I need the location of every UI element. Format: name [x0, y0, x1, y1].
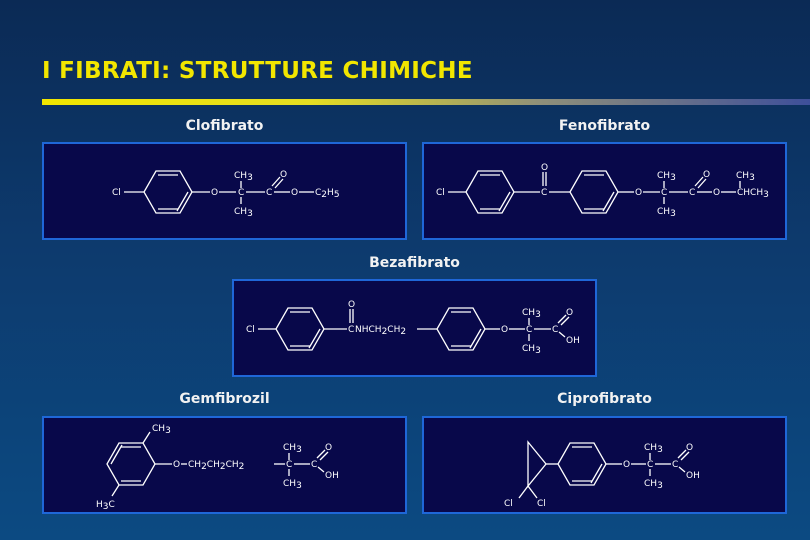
group-oh: OH [566, 336, 580, 346]
structure-panel-ciprofibrato: Cl Cl O C CH3 CH3 C O OH [422, 416, 787, 514]
atom-o: O [541, 163, 548, 173]
atom-c: C [286, 460, 292, 470]
atom-c: C [541, 188, 547, 198]
group-oh: OH [325, 471, 339, 481]
clofibrato-structure: Cl O C CH3 CH3 C O O C2H5 [112, 170, 340, 219]
structure-panel-fenofibrato: Cl C O O C CH3 CH3 C O O CH3 CHCH3 [422, 142, 787, 240]
atom-cl: Cl [436, 188, 445, 198]
atom-o: O [173, 460, 180, 470]
atom-c: C [266, 188, 272, 198]
structure-panel-gemfibrozil: CH3 H3C O CH2CH2CH2 C CH3 CH3 C O OH [42, 416, 407, 514]
atom-c: C [661, 188, 667, 198]
group-ch3-top: CH3 [234, 171, 253, 183]
atom-c: C [238, 188, 244, 198]
group-ch3-top: CH3 [657, 171, 676, 183]
benzene-ring [143, 170, 193, 214]
group-ch3-bottom: CH3 [234, 207, 253, 219]
group-chch3: CHCH3 [737, 188, 769, 200]
atom-c: C [672, 460, 678, 470]
benzene-ring [436, 307, 486, 351]
atom-cl: Cl [112, 188, 121, 198]
slide-title: I FIBRATI: STRUTTURE CHIMICHE [42, 58, 473, 84]
group-ch3-bottom: CH3 [644, 479, 663, 491]
atom-c: C [689, 188, 695, 198]
structure-panel-bezafibrato: Cl C O NHCH2CH2 O C CH3 CH3 C O OH [232, 279, 597, 377]
benzene-ring [557, 442, 607, 486]
group-ch3-top: CH3 [283, 443, 302, 455]
atom-o: O [325, 443, 332, 453]
atom-o: O [686, 443, 693, 453]
atom-cl-left: Cl [504, 499, 513, 509]
benzene-ring [275, 307, 325, 351]
atom-o: O [211, 188, 218, 198]
atom-c: C [647, 460, 653, 470]
benzene-ring [106, 442, 156, 486]
atom-o: O [280, 170, 287, 180]
group-ch3-bottom: CH3 [283, 479, 302, 491]
compound-label-gemfibrozil: Gemfibrozil [179, 391, 270, 407]
compound-label-clofibrato: Clofibrato [185, 118, 264, 134]
gemfibrozil-structure: CH3 H3C O CH2CH2CH2 C CH3 CH3 C O OH [96, 424, 339, 512]
benzene-ring [569, 170, 619, 214]
group-ch3-top: CH3 [522, 308, 541, 320]
bezafibrato-structure: Cl C O NHCH2CH2 O C CH3 CH3 C O OH [246, 300, 580, 356]
atom-o: O [703, 170, 710, 180]
group-ch3: CH3 [736, 171, 755, 183]
atom-o: O [623, 460, 630, 470]
atom-c: C [526, 325, 532, 335]
atom-c: C [311, 460, 317, 470]
atom-o: O [501, 325, 508, 335]
atom-o: O [348, 300, 355, 310]
group-propyl-chain: CH2CH2CH2 [188, 460, 244, 472]
group-ch3-bottom: CH3 [522, 344, 541, 356]
atom-o: O [713, 188, 720, 198]
cyclopropane-ring [527, 440, 547, 488]
group-ch3-ortho: CH3 [152, 424, 171, 436]
atom-o: O [566, 308, 573, 318]
group-ch3-top: CH3 [644, 443, 663, 455]
atom-cl: Cl [246, 325, 255, 335]
atom-o: O [635, 188, 642, 198]
benzene-ring [465, 170, 515, 214]
compound-label-ciprofibrato: Ciprofibrato [557, 391, 652, 407]
fenofibrato-structure: Cl C O O C CH3 CH3 C O O CH3 CHCH3 [436, 163, 769, 219]
atom-o: O [291, 188, 298, 198]
atom-cl-right: Cl [537, 499, 546, 509]
title-underline [42, 99, 810, 105]
group-ch3-bottom: CH3 [657, 207, 676, 219]
group-oh: OH [686, 471, 700, 481]
ciprofibrato-structure: Cl Cl O C CH3 CH3 C O OH [504, 440, 700, 509]
atom-c: C [552, 325, 558, 335]
compound-label-bezafibrato: Bezafibrato [369, 255, 460, 271]
atom-c: C [348, 325, 354, 335]
group-nhch2ch2: NHCH2CH2 [355, 325, 406, 337]
structure-panel-clofibrato: Cl O C CH3 CH3 C O O C2H5 [42, 142, 407, 240]
compound-label-fenofibrato: Fenofibrato [558, 118, 651, 134]
group-c2h5: C2H5 [315, 188, 340, 200]
group-h3c: H3C [96, 500, 115, 512]
